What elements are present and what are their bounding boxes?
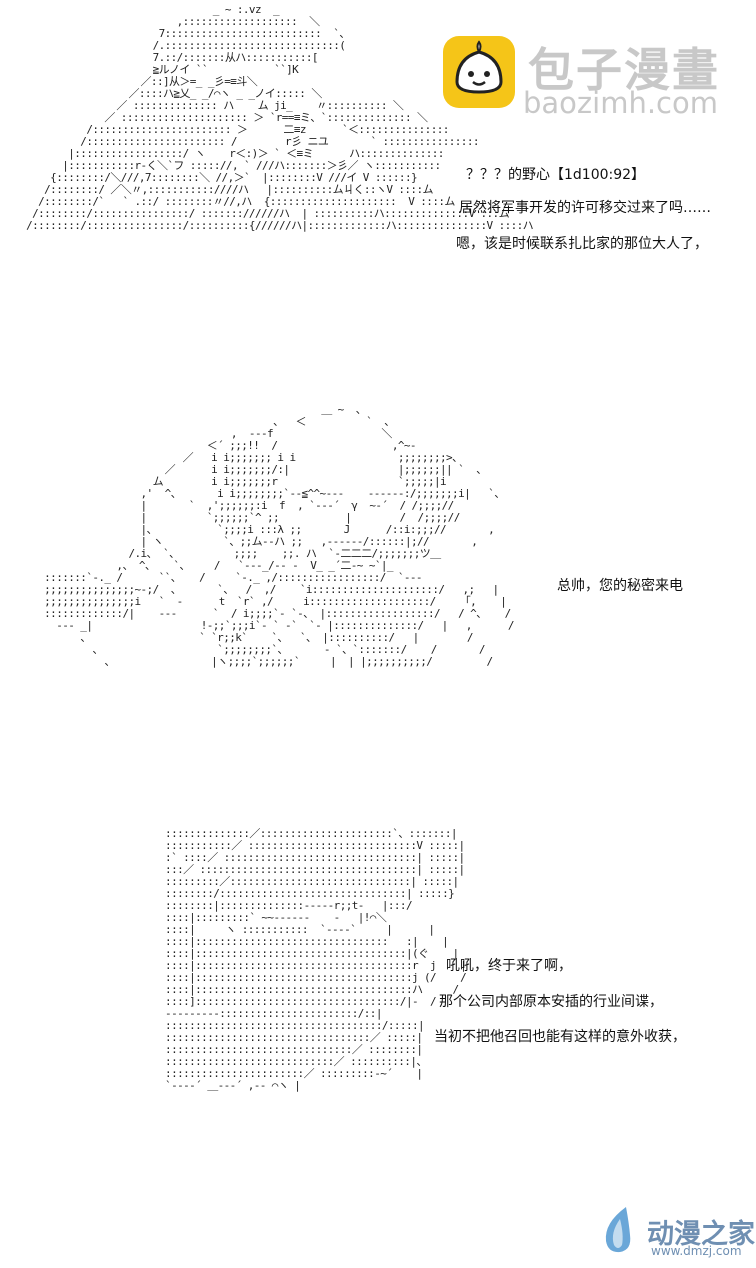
dialogue-line: 居然将军事开发的许可移交过来了吗…… [459, 200, 711, 216]
dmzj-logo-icon [596, 1205, 640, 1255]
ascii-art-character-1: _ ~ :.vz _ ,::::::::::::::::::: ＼ 7:::::… [26, 3, 534, 232]
watermark-title: 包子漫畫 [528, 43, 720, 97]
dialogue-line: ？？？的野心【1d100:92】 [466, 167, 646, 183]
ascii-art-character-3: ::::::::::::::／::::::::::::::::::::::`、:… [165, 827, 467, 1092]
watermark-bottom-title: 动漫之家 [647, 1219, 755, 1250]
dialogue-line: 当初不把他召回也能有这样的意外收获， [434, 1029, 686, 1045]
dialogue-line: 嗯，该是时候联系扎比家的那位大人了， [456, 236, 708, 252]
dialogue-line: 那个公司内部原本安插的行业间谍， [439, 994, 663, 1010]
watermark-url: baozimh.com [523, 86, 718, 120]
dialogue-line: 总帅，您的秘密来电 [557, 578, 683, 594]
dialogue-line: 吼吼，终于来了啊， [446, 958, 572, 974]
watermark-bottom-url: www.dmzj.com [651, 1244, 742, 1258]
ascii-art-character-2: ＿ ~ 、 、 ＜ ` 、 , ‐‐‐f ＼ ＜´ ;;;!! / [44, 403, 514, 668]
baozi-logo-icon [443, 36, 515, 108]
